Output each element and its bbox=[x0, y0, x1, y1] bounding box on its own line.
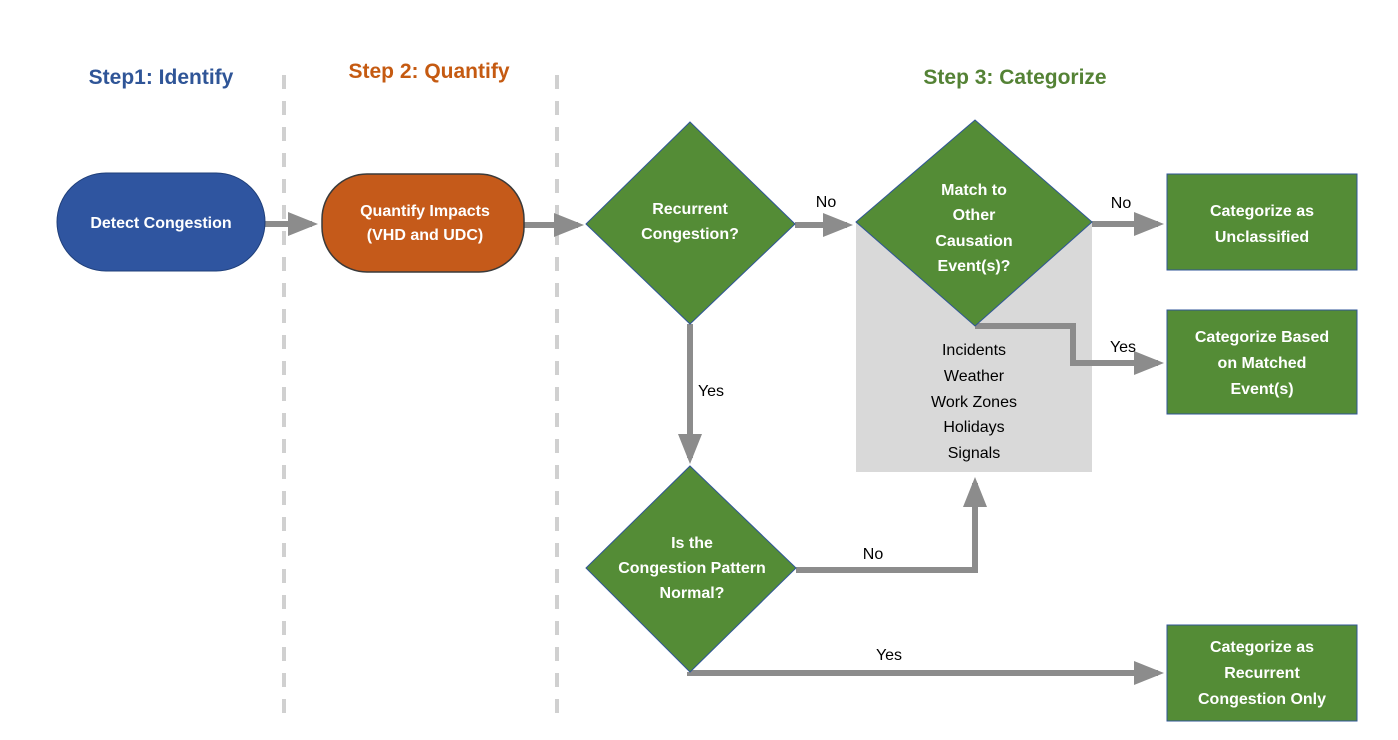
matched-event-outcome-label: Event(s) bbox=[1230, 381, 1293, 398]
pattern-normal-label: Normal? bbox=[660, 585, 725, 602]
detect-congestion-node bbox=[56, 172, 266, 272]
quantify-impacts-node bbox=[321, 173, 525, 273]
unclassified-outcome-node bbox=[1166, 173, 1358, 271]
step1-title: Step1: Identify bbox=[89, 66, 234, 89]
edge-label-yes: Yes bbox=[1110, 339, 1136, 356]
recurrent-congestion-decision bbox=[585, 121, 796, 325]
recurrent-congestion-label: Recurrent bbox=[652, 201, 728, 218]
cause-item: Incidents bbox=[942, 342, 1006, 359]
cause-item: Weather bbox=[944, 368, 1005, 385]
matched-event-outcome-label: on Matched bbox=[1218, 355, 1307, 372]
unclassified-outcome-label: Unclassified bbox=[1215, 229, 1309, 246]
match-causation-label: Other bbox=[953, 207, 996, 224]
recurrent-only-outcome-node bbox=[1166, 624, 1358, 722]
edge-label-no: No bbox=[816, 194, 837, 211]
cause-item: Work Zones bbox=[931, 394, 1017, 411]
matched-event-outcome-node bbox=[1166, 309, 1358, 415]
match-causation-label: Match to bbox=[941, 182, 1007, 199]
recurrent-congestion-label: Congestion? bbox=[641, 226, 739, 243]
edge-label-yes: Yes bbox=[698, 383, 724, 400]
edge-pattern-to-causes bbox=[796, 477, 987, 573]
quantify-impacts-label: Quantify Impacts bbox=[360, 203, 490, 220]
cause-item: Holidays bbox=[943, 419, 1004, 436]
pattern-normal-label: Congestion Pattern bbox=[618, 560, 766, 577]
edge-pattern-to-recurrent-only bbox=[687, 661, 1164, 685]
step3-title: Step 3: Categorize bbox=[923, 66, 1106, 89]
step2-title: Step 2: Quantify bbox=[348, 60, 509, 83]
unclassified-outcome-label: Categorize as bbox=[1210, 203, 1314, 220]
recurrent-only-outcome-label: Congestion Only bbox=[1198, 691, 1326, 708]
edge-label-no: No bbox=[1111, 195, 1132, 212]
edge-match-to-matched bbox=[975, 323, 1164, 375]
edge-label-yes: Yes bbox=[876, 647, 902, 664]
cause-item: Signals bbox=[948, 445, 1000, 462]
detect-congestion-label: Detect Congestion bbox=[90, 215, 231, 232]
match-causation-label: Event(s)? bbox=[938, 258, 1011, 275]
pattern-normal-label: Is the bbox=[671, 535, 713, 552]
quantify-impacts-label: (VHD and UDC) bbox=[367, 227, 483, 244]
matched-event-outcome-label: Categorize Based bbox=[1195, 329, 1329, 346]
recurrent-only-outcome-label: Recurrent bbox=[1224, 665, 1300, 682]
match-causation-decision bbox=[855, 119, 1093, 327]
edge-label-no: No bbox=[863, 546, 884, 563]
match-causation-label: Causation bbox=[935, 233, 1012, 250]
pattern-normal-decision bbox=[585, 465, 797, 673]
recurrent-only-outcome-label: Categorize as bbox=[1210, 639, 1314, 656]
